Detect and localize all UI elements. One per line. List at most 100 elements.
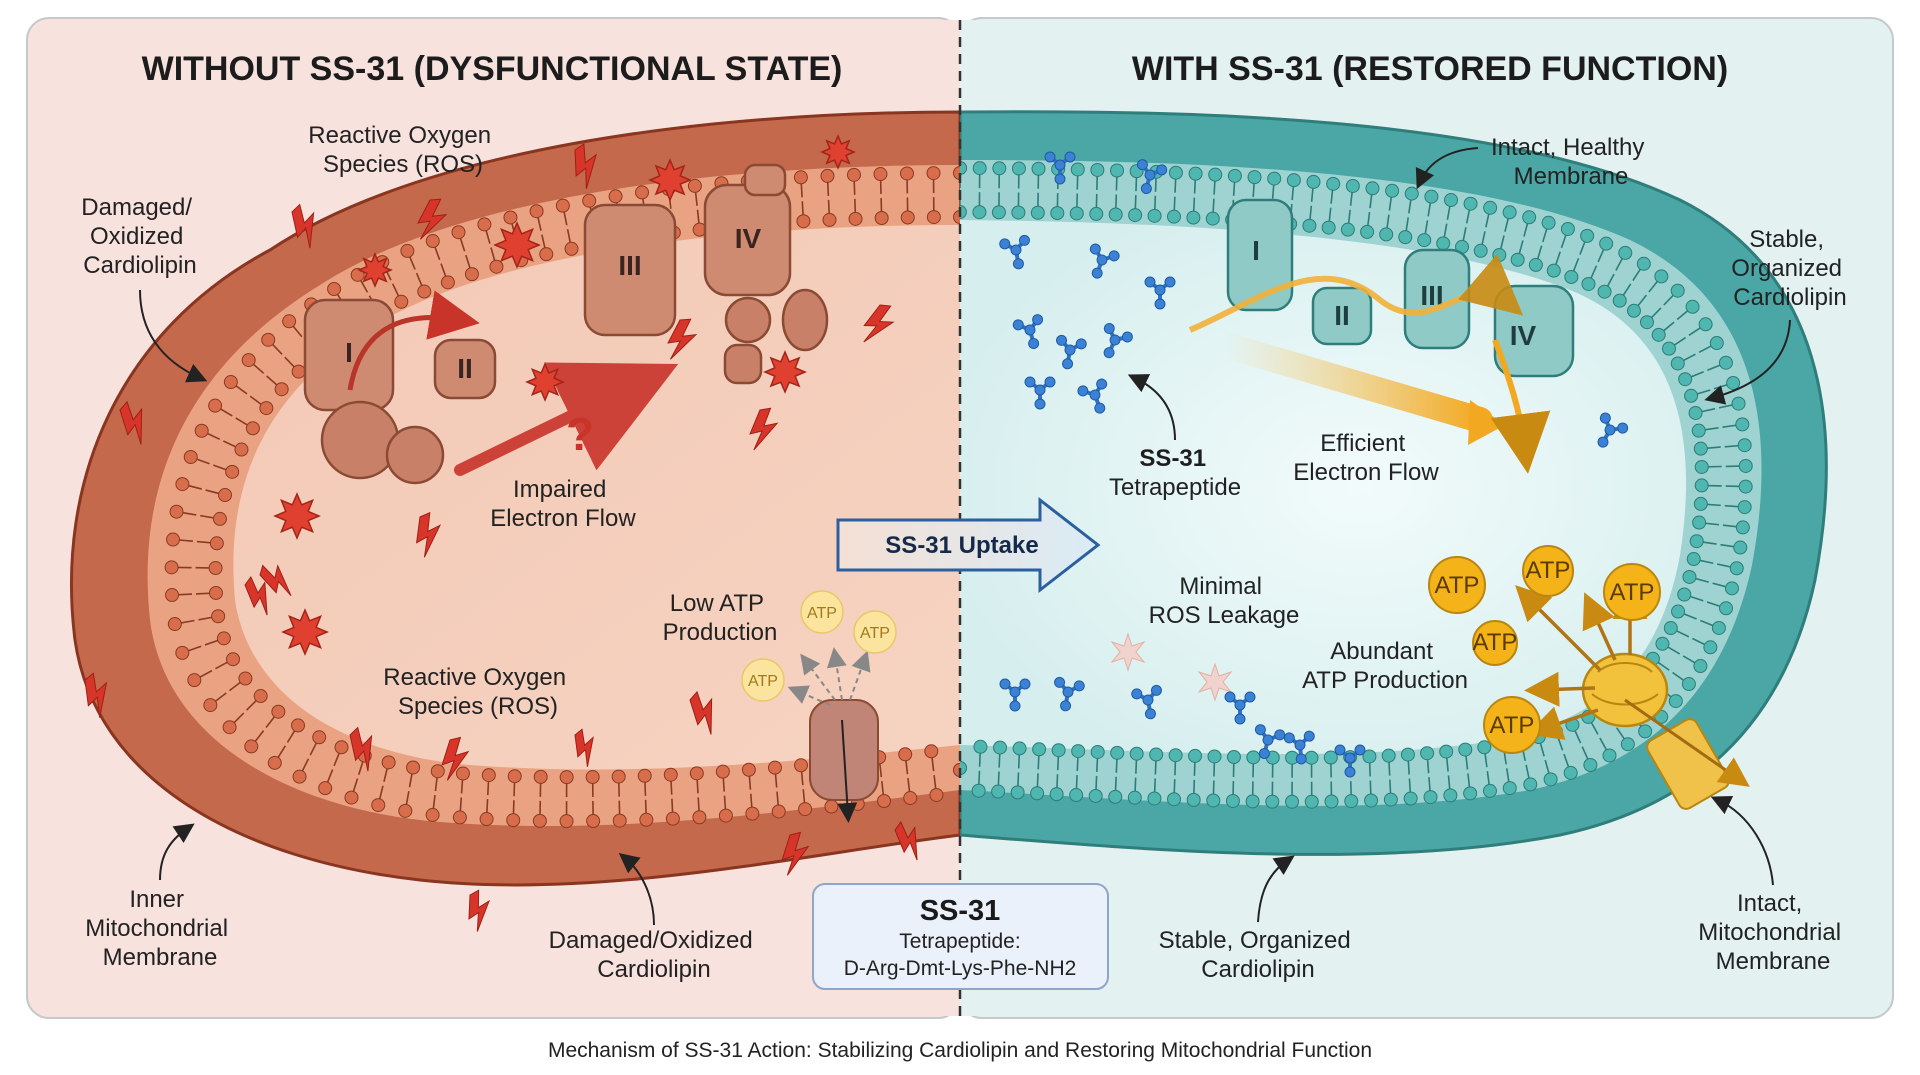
damaged-lipid-head bbox=[636, 186, 649, 199]
damaged-lipid-head bbox=[825, 800, 838, 813]
damaged-lipid-head bbox=[272, 705, 285, 718]
damaged-lipid-head bbox=[219, 489, 232, 502]
healthy-lipid-head bbox=[1031, 787, 1044, 800]
damaged-lipid-head bbox=[507, 814, 520, 827]
damaged-lipid-head bbox=[170, 505, 183, 518]
healthy-lipid-head bbox=[1639, 725, 1652, 738]
healthy-lipid-head bbox=[1712, 621, 1725, 634]
healthy-lipid-head bbox=[1386, 184, 1399, 197]
healthy-lipid-head bbox=[1325, 795, 1338, 808]
healthy-lipid-head bbox=[1704, 641, 1717, 654]
healthy-lipid-head bbox=[1418, 234, 1431, 247]
healthy-lipid-head bbox=[1738, 501, 1751, 514]
damaged-lipid-head bbox=[688, 179, 701, 192]
healthy-lipid-head bbox=[1671, 284, 1684, 297]
healthy-lipid-head bbox=[1189, 167, 1202, 180]
damaged-lipid-head bbox=[719, 809, 732, 822]
damaged-lipid-head bbox=[224, 376, 237, 389]
damaged-lipid-head bbox=[612, 770, 625, 783]
damaged-lipid-head bbox=[426, 235, 439, 248]
healthy-lipid-head bbox=[1401, 748, 1414, 761]
healthy-lipid-head bbox=[1493, 249, 1506, 262]
healthy-lipid-head bbox=[1598, 285, 1611, 298]
damaged-lipid-head bbox=[746, 807, 759, 820]
healthy-lipid-head bbox=[1687, 553, 1700, 566]
healthy-lipid-head bbox=[1341, 223, 1354, 236]
healthy-lipid-head bbox=[1464, 197, 1477, 210]
damaged-lipid-head bbox=[465, 268, 478, 281]
healthy-lipid-head bbox=[1247, 751, 1260, 764]
damaged-lipid-head bbox=[395, 295, 408, 308]
damaged-lipid-head bbox=[260, 402, 273, 415]
ros-star bbox=[650, 160, 690, 200]
ros-star bbox=[495, 223, 539, 267]
healthy-lipid-head bbox=[1287, 174, 1300, 187]
healthy-lipid-head bbox=[992, 206, 1005, 219]
damaged-lipid-head bbox=[560, 815, 573, 828]
healthy-lipid-head bbox=[1091, 163, 1104, 176]
damaged-lipid-head bbox=[209, 562, 222, 575]
healthy-lipid-head bbox=[1689, 406, 1702, 419]
healthy-lipid-head bbox=[1050, 788, 1063, 801]
damaged-lipid-head bbox=[426, 808, 439, 821]
damaged-lipid-head bbox=[478, 218, 491, 231]
damaged-lipid-head bbox=[586, 771, 599, 784]
damaged-lipid-head bbox=[246, 422, 259, 435]
healthy-lipid-head bbox=[1307, 175, 1320, 188]
damaged-lipid-head bbox=[328, 282, 341, 295]
healthy-lipid-head bbox=[1148, 209, 1161, 222]
damaged-lipid-head bbox=[901, 211, 914, 224]
healthy-lipid-head bbox=[1109, 790, 1122, 803]
healthy-lipid-head bbox=[1227, 750, 1240, 763]
healthy-lipid-head bbox=[1547, 264, 1560, 277]
ros-star bbox=[275, 494, 319, 538]
damaged-lipid-head bbox=[504, 211, 517, 224]
healthy-lipid-head bbox=[1694, 442, 1707, 455]
damaged-lipid-head bbox=[874, 168, 887, 181]
question-mark: ? bbox=[566, 408, 594, 460]
ros-star bbox=[283, 610, 327, 654]
healthy-lipid-head bbox=[1421, 747, 1434, 760]
damaged-lipid-head bbox=[666, 812, 679, 825]
healthy-lipid-head bbox=[1382, 749, 1395, 762]
damaged-lipid-head bbox=[640, 813, 653, 826]
healthy-lipid-head bbox=[1694, 660, 1707, 673]
damaged-lipid-head bbox=[275, 383, 288, 396]
damaged-lipid-head bbox=[292, 365, 305, 378]
healthy-lipid-head bbox=[974, 740, 987, 753]
healthy-lipid-head bbox=[1478, 741, 1491, 754]
damaged-lipid-head bbox=[530, 205, 543, 218]
healthy-lipid-head bbox=[1444, 194, 1457, 207]
damaged-lipid-head bbox=[742, 763, 755, 776]
healthy-lipid-head bbox=[1503, 206, 1516, 219]
damaged-lipid-head bbox=[904, 792, 917, 805]
healthy-lipid-head bbox=[1111, 746, 1124, 759]
damaged-lipid-head bbox=[204, 699, 217, 712]
damaged-lipid-head bbox=[262, 333, 275, 346]
healthy-lipid-head bbox=[1169, 749, 1182, 762]
damaged-lipid-head bbox=[583, 194, 596, 207]
healthy-lipid-head bbox=[1720, 602, 1733, 615]
healthy-lipid-head bbox=[1051, 207, 1064, 220]
healthy-lipid-head bbox=[1736, 418, 1749, 431]
healthy-lipid-head bbox=[1544, 773, 1557, 786]
healthy-lipid-head bbox=[1523, 211, 1536, 224]
healthy-lipid-head bbox=[1474, 244, 1487, 257]
damaged-lipid-head bbox=[638, 769, 651, 782]
healthy-lipid-head bbox=[1207, 794, 1220, 807]
damaged-lipid-head bbox=[217, 632, 230, 645]
damaged-lipid-head bbox=[693, 811, 706, 824]
healthy-lipid-head bbox=[1012, 162, 1025, 175]
healthy-lipid-head bbox=[1695, 460, 1708, 473]
svg-text:ATP: ATP bbox=[807, 605, 837, 622]
healthy-lipid-head bbox=[1524, 778, 1537, 791]
damaged-lipid-head bbox=[188, 674, 201, 687]
damaged-lipid-head bbox=[254, 690, 267, 703]
healthy-lipid-head bbox=[1739, 480, 1752, 493]
healthy-lipid-head bbox=[1248, 171, 1261, 184]
healthy-lipid-head bbox=[1640, 316, 1653, 329]
healthy-lipid-head bbox=[1286, 795, 1299, 808]
ros-star bbox=[359, 254, 391, 286]
damaged-lipid-head bbox=[293, 770, 306, 783]
healthy-lipid-head bbox=[1739, 459, 1752, 472]
